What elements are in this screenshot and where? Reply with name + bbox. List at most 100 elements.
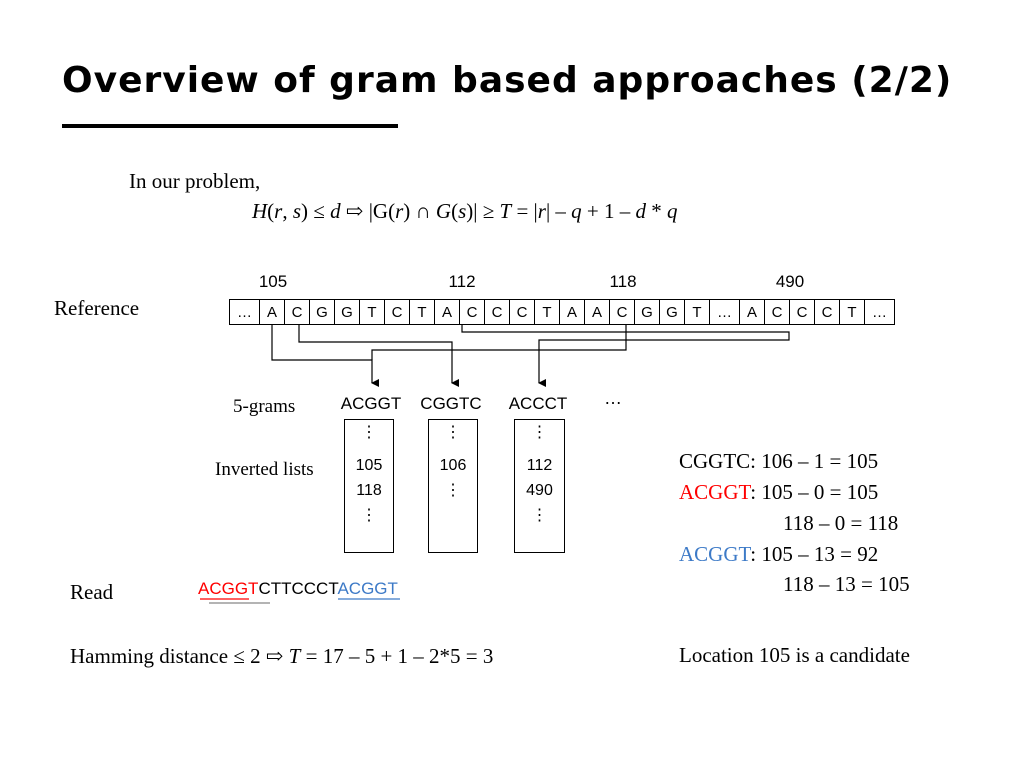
arrow-icon: ⇨ bbox=[340, 199, 369, 223]
list-ellipsis: ⋮ bbox=[531, 507, 548, 524]
calc-text: : 105 – 13 = 92 bbox=[750, 542, 879, 566]
formula-d: d bbox=[330, 199, 341, 223]
formula: H(r, s) ≤ d ⇨ |G(r) ∩ G(s)| ≥ T = |r| – … bbox=[252, 199, 678, 224]
inverted-list: ⋮ 105 118 ⋮ bbox=[344, 419, 394, 553]
seq-cell: … bbox=[709, 299, 740, 325]
gram-item: ACCCT bbox=[508, 394, 568, 413]
formula-cap: ) ∩ bbox=[403, 199, 436, 223]
position-label: 490 bbox=[775, 272, 805, 291]
slide-title: Overview of gram based approaches (2/2) bbox=[62, 60, 953, 101]
list-ellipsis: ⋮ bbox=[531, 424, 548, 441]
formula-q: q bbox=[571, 199, 582, 223]
grams-more: … bbox=[604, 388, 622, 408]
seq-cell: T bbox=[409, 299, 435, 325]
read-gram-blue: ACGGT bbox=[337, 579, 398, 598]
seq-cell: C bbox=[284, 299, 310, 325]
conclusion-text: Location 105 is a candidate bbox=[679, 643, 910, 667]
seq-cell: A bbox=[739, 299, 765, 325]
seq-cell: … bbox=[864, 299, 895, 325]
seq-cell: T bbox=[534, 299, 560, 325]
gram-item: CGGTC bbox=[420, 394, 482, 413]
list-value: 106 bbox=[439, 457, 467, 474]
formula-r: r bbox=[395, 199, 404, 223]
formula-s: s bbox=[458, 199, 467, 223]
connector-line bbox=[371, 325, 627, 360]
seq-cell: C bbox=[789, 299, 815, 325]
seq-cell: G bbox=[634, 299, 660, 325]
formula-paren: ( bbox=[267, 199, 275, 223]
calc-line-2: ACGGT: 105 – 0 = 105 bbox=[679, 480, 878, 505]
seq-cell: C bbox=[764, 299, 790, 325]
list-value: 105 bbox=[355, 457, 383, 474]
connector-line bbox=[298, 325, 459, 387]
formula-ge: )| ≥ bbox=[466, 199, 500, 223]
formula-times: * bbox=[646, 199, 668, 223]
formula-s: s bbox=[292, 199, 302, 223]
formula-r: r bbox=[537, 199, 546, 223]
formula-q: q bbox=[667, 199, 678, 223]
formula-H: H bbox=[252, 199, 268, 223]
gram-item: ACGGT bbox=[340, 394, 402, 413]
title-underline bbox=[62, 124, 398, 128]
calc-line-5: 118 – 13 = 105 bbox=[783, 572, 910, 596]
hamming-rest: = 17 – 5 + 1 – 2*5 = 3 bbox=[300, 644, 494, 668]
position-label: 112 bbox=[448, 272, 476, 291]
formula-paren: ( bbox=[388, 199, 396, 223]
position-label: 105 bbox=[258, 272, 288, 291]
connector-line bbox=[271, 325, 379, 387]
hamming-line: Hamming distance ≤ 2 ⇨ T = 17 – 5 + 1 – … bbox=[70, 644, 493, 669]
list-ellipsis: ⋮ bbox=[361, 507, 377, 524]
inverted-list: ⋮ 112 490 ⋮ bbox=[514, 419, 565, 553]
seq-cell: G bbox=[659, 299, 685, 325]
connector-line bbox=[461, 325, 790, 387]
seq-cell: … bbox=[229, 299, 260, 325]
formula-r: r bbox=[274, 199, 283, 223]
list-ellipsis: ⋮ bbox=[445, 424, 461, 441]
grams-label: 5-grams bbox=[233, 396, 296, 417]
read-sequence: ACGGTCTTCCCTACGGT bbox=[198, 579, 398, 599]
reference-label: Reference bbox=[54, 296, 140, 320]
reference-sequence: … A C G G T C T A C C C T A A C G G T … … bbox=[229, 299, 895, 325]
list-value: 490 bbox=[526, 482, 553, 499]
seq-cell: G bbox=[309, 299, 335, 325]
read-underlines bbox=[200, 598, 400, 604]
gram-red: ACGGT bbox=[679, 480, 751, 504]
formula-minus: | – bbox=[545, 199, 572, 223]
formula-eq: = | bbox=[511, 199, 538, 223]
inverted-list: ⋮ 106 ⋮ bbox=[428, 419, 478, 553]
hamming-T: T bbox=[288, 644, 301, 668]
seq-cell: T bbox=[359, 299, 385, 325]
list-value: 118 bbox=[356, 482, 382, 499]
list-ellipsis: ⋮ bbox=[361, 424, 377, 441]
formula-d: d bbox=[635, 199, 647, 223]
intro-text: In our problem, bbox=[129, 169, 261, 193]
seq-cell: C bbox=[814, 299, 840, 325]
seq-cell: A bbox=[259, 299, 285, 325]
hamming-prefix: Hamming distance ≤ 2 ⇨ bbox=[70, 644, 289, 668]
seq-cell: T bbox=[839, 299, 865, 325]
gram-blue: ACGGT bbox=[679, 542, 751, 566]
read-middle: CTTCCCT bbox=[258, 579, 338, 598]
calc-line-1: CGGTC: 106 – 1 = 105 bbox=[679, 449, 879, 473]
calc-text: : 105 – 0 = 105 bbox=[750, 480, 879, 504]
calc-line-3: 118 – 0 = 118 bbox=[783, 511, 899, 535]
seq-cell: G bbox=[334, 299, 360, 325]
formula-comma: , bbox=[282, 199, 293, 223]
formula-paren: ( bbox=[451, 199, 459, 223]
calc-line-4: ACGGT: 105 – 13 = 92 bbox=[679, 542, 878, 567]
list-ellipsis: ⋮ bbox=[445, 482, 461, 499]
formula-G: G bbox=[435, 199, 452, 223]
read-label: Read bbox=[70, 580, 114, 604]
list-value: 112 bbox=[526, 457, 553, 474]
formula-T: T bbox=[499, 199, 512, 223]
seq-cell: C bbox=[384, 299, 410, 325]
seq-cell: C bbox=[484, 299, 510, 325]
read-gram-red: ACGGT bbox=[198, 579, 259, 598]
formula-plus: + 1 – bbox=[581, 199, 636, 223]
position-label: 118 bbox=[609, 272, 637, 291]
seq-cell: T bbox=[684, 299, 710, 325]
seq-cell: A bbox=[434, 299, 460, 325]
seq-cell: C bbox=[459, 299, 485, 325]
formula-le: ) ≤ bbox=[301, 199, 331, 223]
